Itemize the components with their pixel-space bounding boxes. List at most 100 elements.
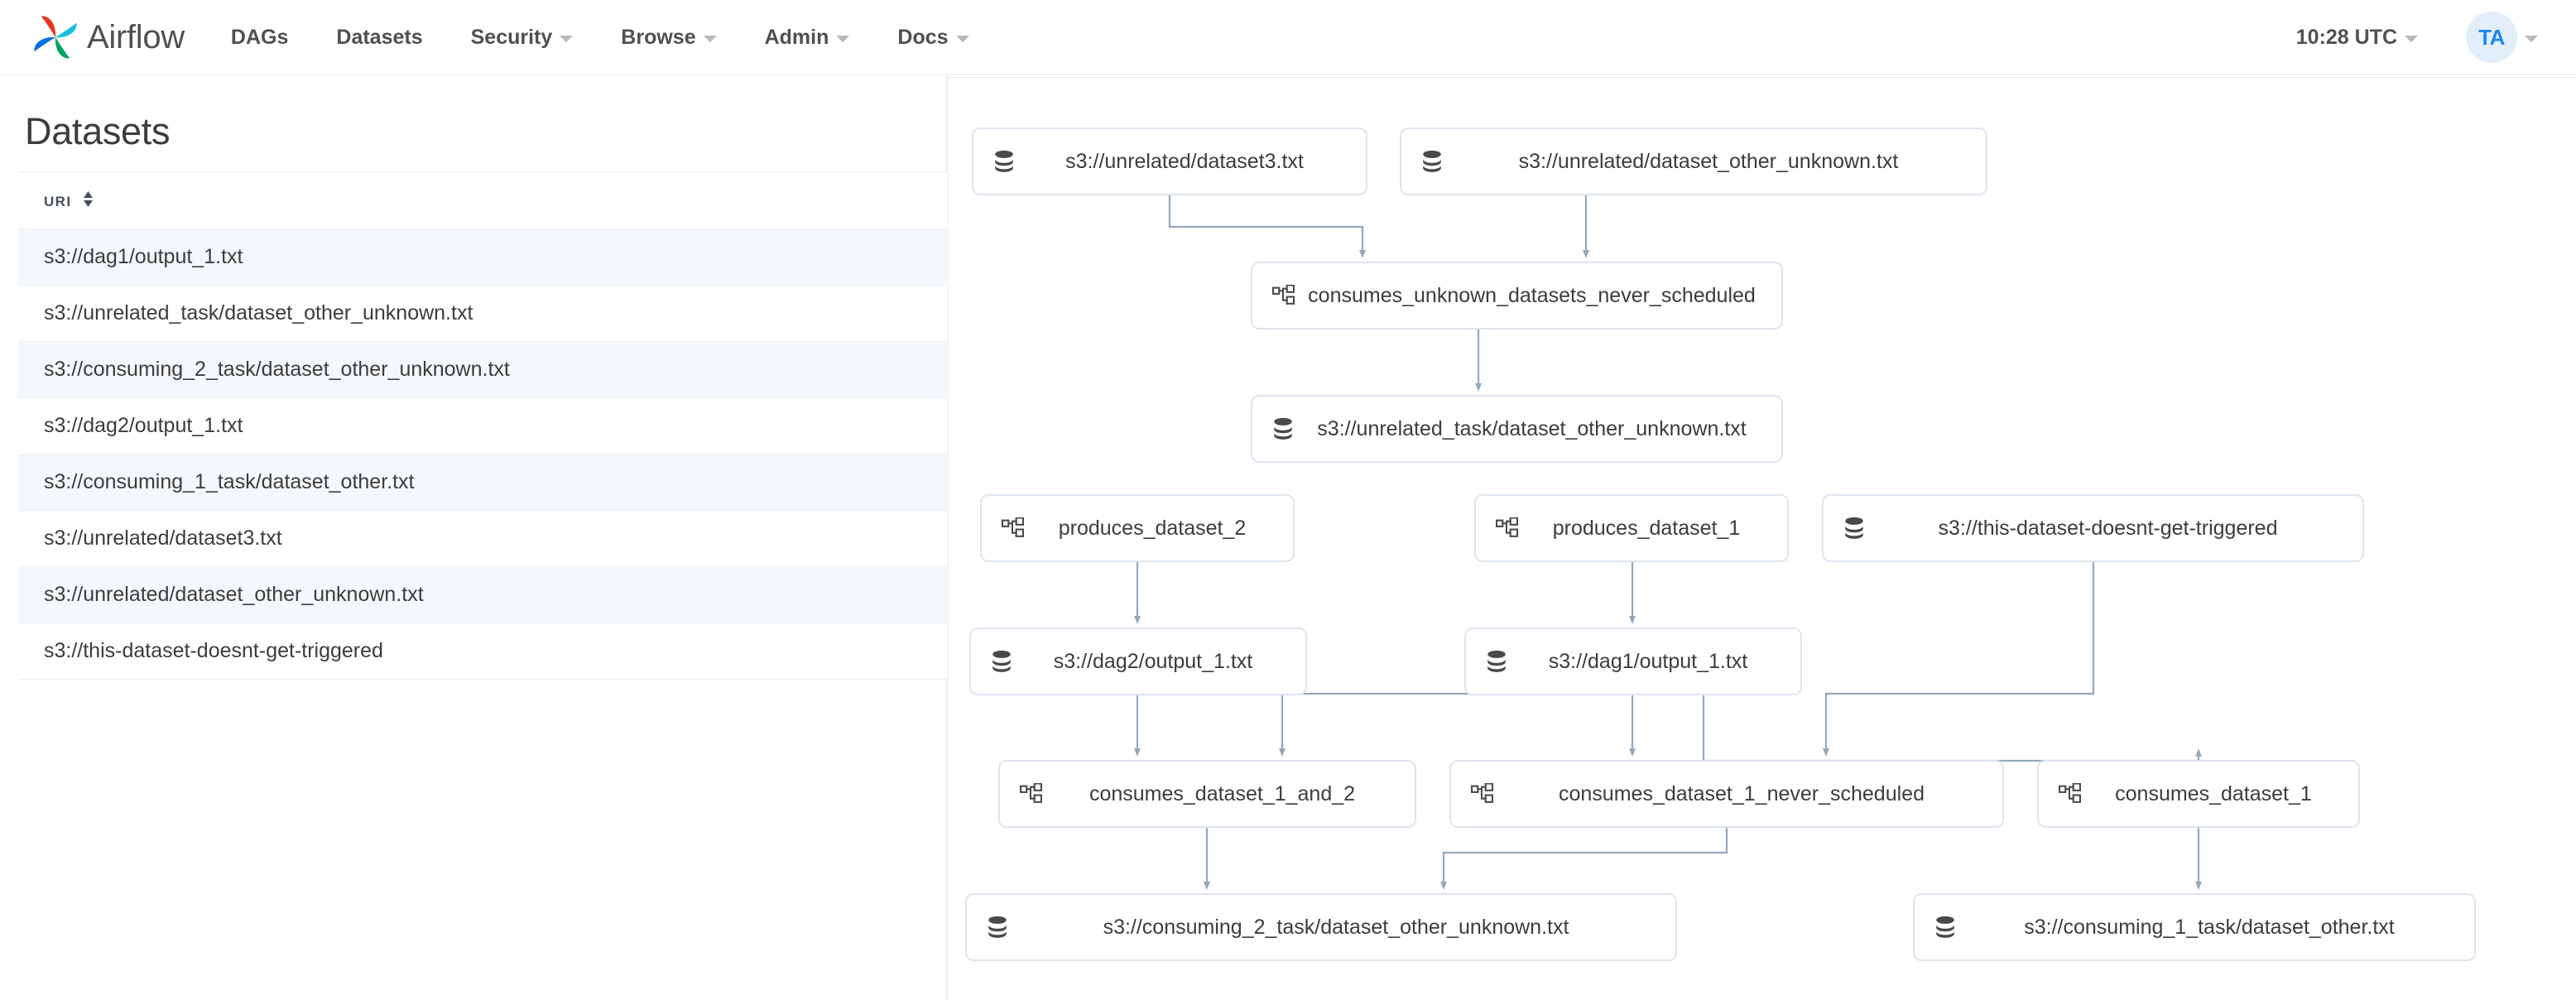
table-row[interactable]: s3://this-dataset-doesnt-get-triggered xyxy=(18,623,947,680)
nav-label-browse: Browse xyxy=(621,25,696,49)
node-label: s3://unrelated/dataset3.txt xyxy=(1065,149,1304,173)
database-icon xyxy=(1484,649,1509,674)
cell-uri[interactable]: s3://this-dataset-doesnt-get-triggered xyxy=(18,623,947,680)
cell-uri[interactable]: s3://unrelated/dataset3.txt xyxy=(18,510,947,567)
database-icon xyxy=(1842,516,1867,541)
sitemap-icon xyxy=(1469,781,1494,806)
graph-node-dataset[interactable]: s3://unrelated/dataset_other_unknown.txt xyxy=(1400,127,1987,195)
datasets-table-body: s3://dag1/output_1.txt s3://unrelated_ta… xyxy=(18,228,947,680)
edge-group xyxy=(1134,195,2202,890)
chevron-down-icon xyxy=(2405,36,2418,42)
clock-label: 10:28 UTC xyxy=(2295,25,2397,49)
graph-node-dag[interactable]: consumes_dataset_1 xyxy=(2037,760,2360,828)
table-header-row: URI xyxy=(18,171,947,229)
graph-node-dataset[interactable]: s3://consuming_2_task/dataset_other_unkn… xyxy=(965,893,1677,961)
table-row[interactable]: s3://unrelated/dataset3.txt xyxy=(18,510,947,567)
datasets-list-panel: Datasets URI s3://dag1/output_1.txt s3:/… xyxy=(0,75,947,1000)
graph-node-dag[interactable]: produces_dataset_2 xyxy=(980,494,1295,562)
primary-nav: DAGs Datasets Security Browse Admin Docs xyxy=(231,26,969,50)
sort-icon[interactable] xyxy=(83,191,94,211)
edge-nottriggered-to-consumes1never xyxy=(1823,562,2095,757)
database-icon xyxy=(1420,149,1444,174)
node-label: s3://dag2/output_1.txt xyxy=(1053,649,1253,673)
graph-node-dataset[interactable]: s3://this-dataset-doesnt-get-triggered xyxy=(1822,494,2364,562)
cell-uri[interactable]: s3://dag1/output_1.txt xyxy=(18,228,947,286)
nav-label-datasets: Datasets xyxy=(336,25,423,49)
node-label: s3://consuming_2_task/dataset_other_unkn… xyxy=(1103,915,1569,939)
chevron-down-icon xyxy=(703,36,717,42)
table-row[interactable]: s3://unrelated/dataset_other_unknown.txt xyxy=(18,566,947,623)
datasets-table: URI s3://dag1/output_1.txt s3://unrelate… xyxy=(18,171,947,680)
sitemap-icon xyxy=(1271,283,1295,308)
nav-label-docs: Docs xyxy=(897,25,949,49)
node-label: s3://unrelated/dataset_other_unknown.txt xyxy=(1518,149,1899,173)
dataset-dependency-graph[interactable]: s3://unrelated/dataset3.txt s3://unrelat… xyxy=(948,77,2576,1000)
nav-item-security[interactable]: Security xyxy=(471,26,574,50)
table-row[interactable]: s3://unrelated_task/dataset_other_unknow… xyxy=(18,285,947,342)
graph-node-dag[interactable]: consumes_dataset_1_never_scheduled xyxy=(1449,760,2004,828)
nav-item-admin[interactable]: Admin xyxy=(765,26,850,50)
graph-node-dataset[interactable]: s3://unrelated_task/dataset_other_unknow… xyxy=(1251,395,1783,463)
nav-item-browse[interactable]: Browse xyxy=(621,25,717,50)
page-title: Datasets xyxy=(25,110,171,152)
sitemap-icon xyxy=(1494,516,1519,541)
database-icon xyxy=(992,149,1016,174)
chevron-down-icon xyxy=(2525,36,2538,42)
edge-consumes1never-to-consuming2task xyxy=(1440,828,1728,890)
graph-edges-layer xyxy=(1134,195,2202,890)
nav-label-admin: Admin xyxy=(764,25,829,49)
node-label: s3://dag1/output_1.txt xyxy=(1548,649,1748,673)
cell-uri[interactable]: s3://unrelated_task/dataset_other_unknow… xyxy=(18,285,947,342)
nav-item-datasets[interactable]: Datasets xyxy=(336,26,422,50)
graph-node-dataset[interactable]: s3://dag1/output_1.txt xyxy=(1464,627,1802,695)
top-navbar: Airflow DAGs Datasets Security Browse Ad… xyxy=(0,0,2576,75)
chevron-down-icon xyxy=(560,36,574,42)
node-label: s3://unrelated_task/dataset_other_unknow… xyxy=(1317,416,1747,440)
user-menu[interactable]: TA xyxy=(2466,12,2538,63)
nav-label-security: Security xyxy=(470,25,553,49)
brand-home-link[interactable]: Airflow xyxy=(31,13,185,61)
node-label: consumes_dataset_1_and_2 xyxy=(1089,781,1356,805)
database-icon xyxy=(985,915,1010,940)
navbar-right: 10:28 UTC TA xyxy=(2296,12,2538,63)
cell-uri[interactable]: s3://unrelated/dataset_other_unknown.txt xyxy=(18,566,947,623)
sitemap-icon xyxy=(1018,781,1043,806)
database-icon xyxy=(989,649,1014,674)
graph-node-dag[interactable]: consumes_unknown_datasets_never_schedule… xyxy=(1251,262,1783,329)
sitemap-icon xyxy=(1000,516,1025,541)
node-label: s3://consuming_1_task/dataset_other.txt xyxy=(2024,915,2395,939)
database-icon xyxy=(1933,915,1958,940)
datasets-table-head: URI xyxy=(18,171,947,229)
airflow-pinwheel-logo xyxy=(31,13,79,61)
table-row[interactable]: s3://consuming_1_task/dataset_other.txt xyxy=(18,454,947,511)
nav-item-docs[interactable]: Docs xyxy=(897,25,969,50)
cell-uri[interactable]: s3://dag2/output_1.txt xyxy=(18,397,947,454)
nav-item-dags[interactable]: DAGs xyxy=(231,26,288,50)
database-icon xyxy=(1271,416,1295,441)
table-row[interactable]: s3://dag2/output_1.txt xyxy=(18,397,947,454)
timezone-selector[interactable]: 10:28 UTC xyxy=(2296,26,2418,50)
node-label: consumes_dataset_1 xyxy=(2115,781,2312,805)
edge-dataset3-to-consumes-unknown xyxy=(1168,195,1366,258)
cell-uri[interactable]: s3://consuming_2_task/dataset_other_unkn… xyxy=(18,341,947,398)
chevron-down-icon xyxy=(836,36,850,42)
graph-node-dataset[interactable]: s3://dag2/output_1.txt xyxy=(969,627,1307,695)
avatar-initials: TA xyxy=(2478,24,2505,50)
sitemap-icon xyxy=(2057,781,2082,806)
edge-dag1output-to-consumes1 xyxy=(1702,695,2202,762)
column-header-uri[interactable]: URI xyxy=(18,171,947,229)
avatar: TA xyxy=(2466,12,2517,63)
node-label: s3://this-dataset-doesnt-get-triggered xyxy=(1938,516,2278,540)
table-row[interactable]: s3://consuming_2_task/dataset_other_unkn… xyxy=(18,341,947,398)
table-row[interactable]: s3://dag1/output_1.txt xyxy=(18,228,947,286)
chevron-down-icon xyxy=(955,36,969,42)
brand-label: Airflow xyxy=(87,18,185,55)
graph-node-dag[interactable]: consumes_dataset_1_and_2 xyxy=(998,760,1416,828)
graph-node-dataset[interactable]: s3://consuming_1_task/dataset_other.txt xyxy=(1913,893,2476,961)
node-label: produces_dataset_1 xyxy=(1552,516,1741,540)
cell-uri[interactable]: s3://consuming_1_task/dataset_other.txt xyxy=(18,454,947,511)
node-label: consumes_unknown_datasets_never_schedule… xyxy=(1308,283,1756,307)
node-label: produces_dataset_2 xyxy=(1058,516,1247,540)
graph-node-dag[interactable]: produces_dataset_1 xyxy=(1474,494,1789,562)
graph-node-dataset[interactable]: s3://unrelated/dataset3.txt xyxy=(972,127,1367,195)
